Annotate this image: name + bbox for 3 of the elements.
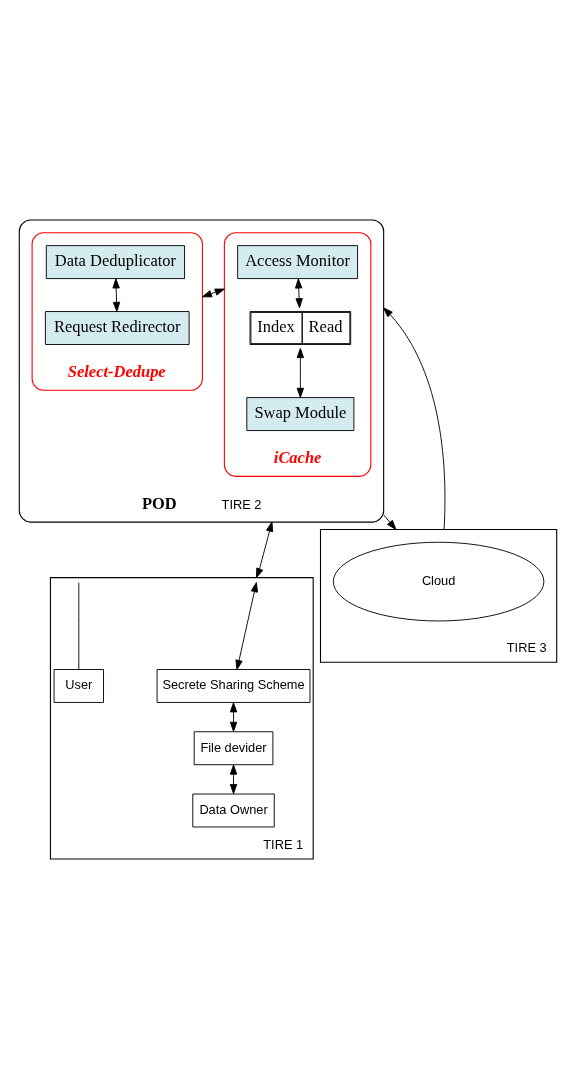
node-label: TIRE 2 [221, 496, 262, 512]
node-label: TIRE 1 [263, 836, 304, 852]
node-label: TIRE 3 [506, 639, 547, 655]
